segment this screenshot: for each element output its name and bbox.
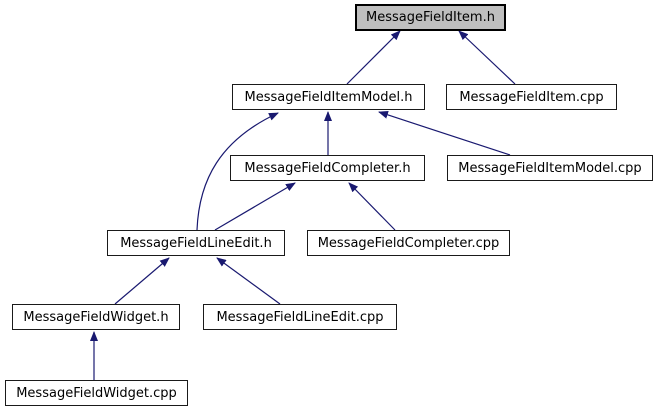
node-label: MessageFieldItemModel.cpp xyxy=(458,160,642,176)
node-label: MessageFieldItem.h xyxy=(366,10,495,25)
node-label: MessageFieldCompleter.cpp xyxy=(317,235,500,251)
node-messagefielditem-h: MessageFieldItem.h xyxy=(355,4,506,31)
node-label: MessageFieldItemModel.h xyxy=(244,89,413,105)
node-label: MessageFieldCompleter.h xyxy=(244,160,411,176)
node-messagefieldwidget-h[interactable]: MessageFieldWidget.h xyxy=(12,304,180,330)
edge-lineedit-h-to-completer-h xyxy=(214,182,296,231)
node-label: MessageFieldLineEdit.h xyxy=(120,235,272,251)
edge-itemmodel-h-to-item-h xyxy=(346,30,401,85)
node-messagefieldcompleter-h[interactable]: MessageFieldCompleter.h xyxy=(230,155,425,181)
node-label: MessageFieldItem.cpp xyxy=(459,89,604,105)
node-messagefieldwidget-cpp[interactable]: MessageFieldWidget.cpp xyxy=(5,380,188,406)
node-label: MessageFieldWidget.cpp xyxy=(16,385,177,401)
node-messagefieldcompleter-cpp[interactable]: MessageFieldCompleter.cpp xyxy=(307,230,510,256)
edge-widget-h-to-lineedit-h xyxy=(114,257,170,305)
node-label: MessageFieldWidget.h xyxy=(23,309,169,325)
edge-completer-cpp-to-completer-h xyxy=(348,182,396,231)
edge-lineedit-cpp-to-lineedit-h xyxy=(216,257,281,305)
node-messagefieldlineedit-h[interactable]: MessageFieldLineEdit.h xyxy=(107,230,285,256)
edge-lineedit-h-to-itemmodel-h xyxy=(196,112,279,231)
edge-itemmodel-cpp-to-itemmodel-h xyxy=(378,111,511,156)
node-messagefielditemmodel-h[interactable]: MessageFieldItemModel.h xyxy=(232,84,425,110)
edge-item-cpp-to-item-h xyxy=(458,30,516,85)
node-messagefielditemmodel-cpp[interactable]: MessageFieldItemModel.cpp xyxy=(447,155,653,181)
node-messagefieldlineedit-cpp[interactable]: MessageFieldLineEdit.cpp xyxy=(203,304,397,330)
node-messagefielditem-cpp[interactable]: MessageFieldItem.cpp xyxy=(446,84,617,110)
node-label: MessageFieldLineEdit.cpp xyxy=(216,309,384,325)
